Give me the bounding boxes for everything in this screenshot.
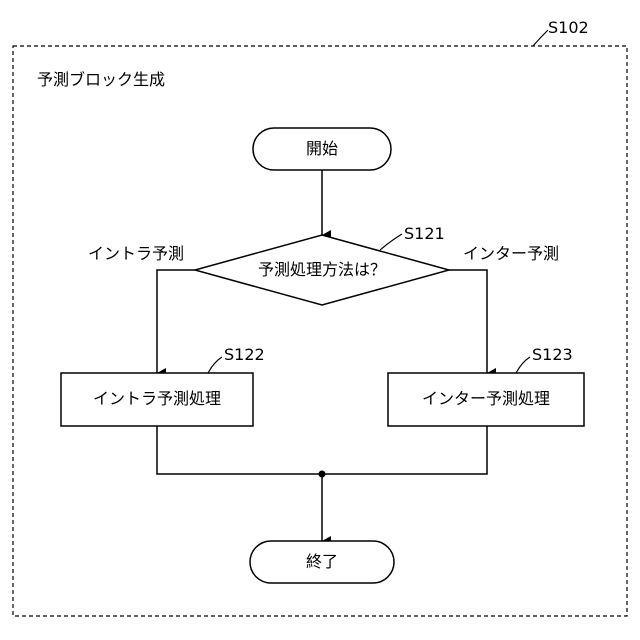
start-label: 開始 — [253, 139, 391, 159]
frame-ref-label: S102 — [548, 18, 589, 38]
frame-ref-leader — [533, 30, 548, 46]
decision-label: 予測処理方法は？ — [222, 260, 422, 280]
branch-intra-label: イントラ予測 — [88, 244, 184, 264]
decision-ref-label: S121 — [404, 224, 445, 244]
inter-ref-label: S123 — [532, 345, 573, 365]
intra-ref-leader — [208, 357, 222, 373]
merge-line — [157, 426, 487, 474]
decision-ref-leader — [380, 234, 402, 250]
intra-branch-arrow — [157, 270, 195, 373]
inter-branch-arrow — [449, 270, 487, 373]
inter-ref-leader — [516, 357, 530, 373]
intra-ref-label: S122 — [224, 345, 265, 365]
intra-process-label: イントラ予測処理 — [61, 389, 253, 409]
inter-process-label: インター予測処理 — [388, 389, 584, 409]
branch-inter-label: インター予測 — [463, 244, 559, 264]
end-label: 終了 — [250, 552, 394, 572]
frame-title: 予測ブロック生成 — [37, 70, 165, 90]
